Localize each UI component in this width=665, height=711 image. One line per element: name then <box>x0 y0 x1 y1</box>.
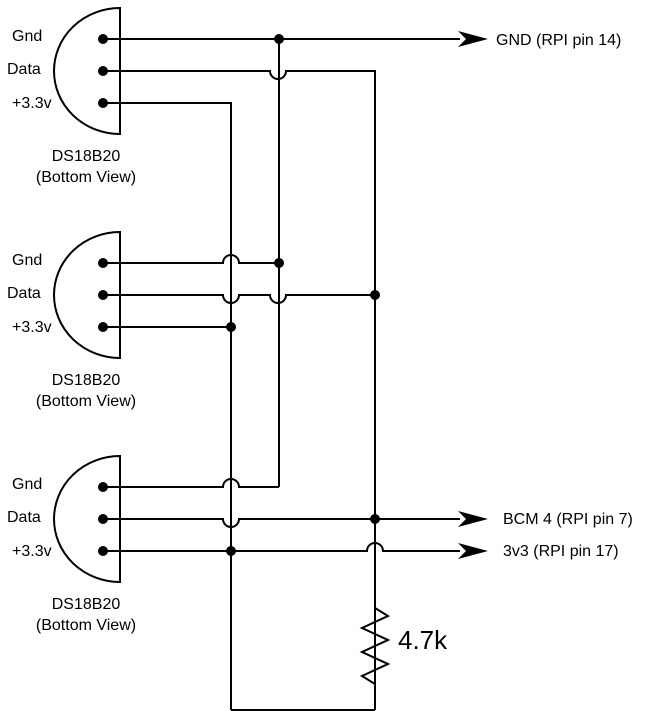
junction-data-3 <box>370 514 380 524</box>
junction-data-2 <box>370 290 380 300</box>
vcc-arrow-icon <box>458 543 488 559</box>
wire-data-1 <box>103 70 376 710</box>
sensor-2: Gnd Data +3.3v DS18B20 (Bottom View) <box>7 230 136 410</box>
wire-gnd-3 <box>103 478 279 488</box>
sensor-1-data-label: Data <box>7 61 41 78</box>
sensor-3-view: (Bottom View) <box>36 617 136 634</box>
vcc-output-label: 3v3 (RPI pin 17) <box>503 543 619 560</box>
gnd-output-label: GND (RPI pin 14) <box>496 32 621 49</box>
wire-gnd-2 <box>103 254 279 264</box>
sensor-1-vcc-label: +3.3v <box>12 95 52 112</box>
sensor-2-name: DS18B20 <box>52 372 121 389</box>
sensor-3-data-label: Data <box>7 509 41 526</box>
outputs: GND (RPI pin 14) BCM 4 (RPI pin 7) 3v3 (… <box>458 31 633 560</box>
sensor-2-gnd-label: Gnd <box>12 252 42 269</box>
junctions <box>226 34 380 556</box>
resistor-value: 4.7k <box>398 625 448 655</box>
wire-vcc-3 <box>103 542 460 552</box>
wire-data-2 <box>103 294 375 304</box>
wire-vcc-1 <box>103 102 232 710</box>
sensor-1-view: (Bottom View) <box>36 169 136 186</box>
sensor-2-vcc-label: +3.3v <box>12 319 52 336</box>
data-output-label: BCM 4 (RPI pin 7) <box>503 511 633 528</box>
wires <box>103 38 460 711</box>
sensor-3: Gnd Data +3.3v DS18B20 (Bottom View) <box>7 454 136 634</box>
sensor-3-vcc-label: +3.3v <box>12 543 52 560</box>
sensor-3-name: DS18B20 <box>52 596 121 613</box>
data-arrow-icon <box>458 511 488 527</box>
gnd-arrow-icon <box>458 31 488 47</box>
sensor-1: Gnd Data +3.3v DS18B20 (Bottom View) <box>7 6 136 186</box>
sensor-1-name: DS18B20 <box>52 148 121 165</box>
sensor-3-gnd-label: Gnd <box>12 476 42 493</box>
sensor-2-view: (Bottom View) <box>36 393 136 410</box>
wire-data-3 <box>103 518 460 528</box>
resistor-symbol <box>359 566 391 710</box>
junction-gnd-2 <box>274 258 284 268</box>
junction-vcc-2 <box>226 322 236 332</box>
junction-gnd-top <box>274 34 284 44</box>
sensor-1-gnd-label: Gnd <box>12 28 42 45</box>
sensor-2-data-label: Data <box>7 285 41 302</box>
junction-vcc-3 <box>226 546 236 556</box>
resistor: 4.7k <box>359 566 448 710</box>
